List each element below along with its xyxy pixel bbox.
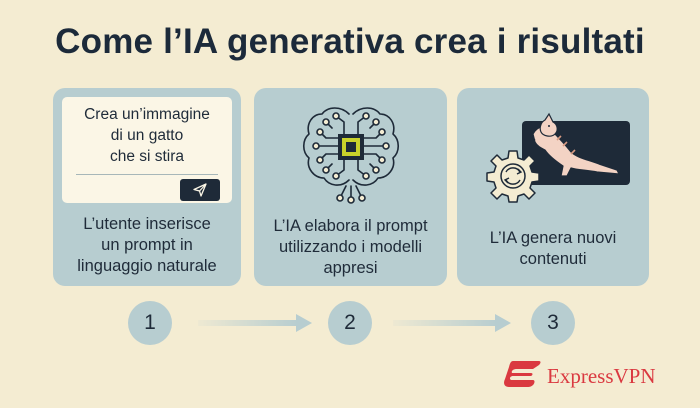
arrow-right-icon [393,314,511,332]
gear-icon [486,150,540,203]
brain-circuit-icon [302,107,400,204]
prompt-underline [76,174,218,175]
step-2-line-3: appresi [323,259,378,277]
prompt-line-2: di un gatto [110,127,184,144]
cat-icon [528,112,620,177]
step-1-description: L’utente inserisce un prompt in linguagg… [53,214,241,277]
step-number-1: 1 [128,301,172,345]
step-card-1: Crea un’immagine di un gatto che si stir… [53,88,241,286]
send-icon [193,183,207,197]
step-2-line-1: L’IA elabora il prompt [273,217,428,235]
prompt-line-3: che si stira [109,148,185,165]
step-3-line-1: L’IA genera nuovi [489,229,617,247]
page-title: Come l’IA generativa crea i risultati [55,22,645,61]
step-2-description: L’IA elabora il prompt utilizzando i mod… [254,216,447,279]
step-1-line-3: linguaggio naturale [77,257,217,275]
arrow-right-icon [198,314,312,332]
expressvpn-logo-icon [504,361,541,387]
step-card-2: L’IA elabora il prompt utilizzando i mod… [254,88,447,286]
step-1-line-1: L’utente inserisce [83,215,211,233]
step-1-line-2: un prompt in [101,236,193,254]
step-2-line-2: utilizzando i modelli [278,238,423,256]
step-card-3: L’IA genera nuovi contenuti [457,88,649,286]
send-button[interactable] [180,179,220,201]
prompt-input-box[interactable]: Crea un’immagine di un gatto che si stir… [62,97,232,203]
prompt-text: Crea un’immagine di un gatto che si stir… [62,104,232,167]
step-3-line-2: contenuti [519,250,587,268]
step-number-2: 2 [328,301,372,345]
prompt-line-1: Crea un’immagine [84,106,210,123]
step-3-description: L’IA genera nuovi contenuti [457,228,649,270]
brand-name: ExpressVPN [547,364,656,388]
step-number-3: 3 [531,301,575,345]
